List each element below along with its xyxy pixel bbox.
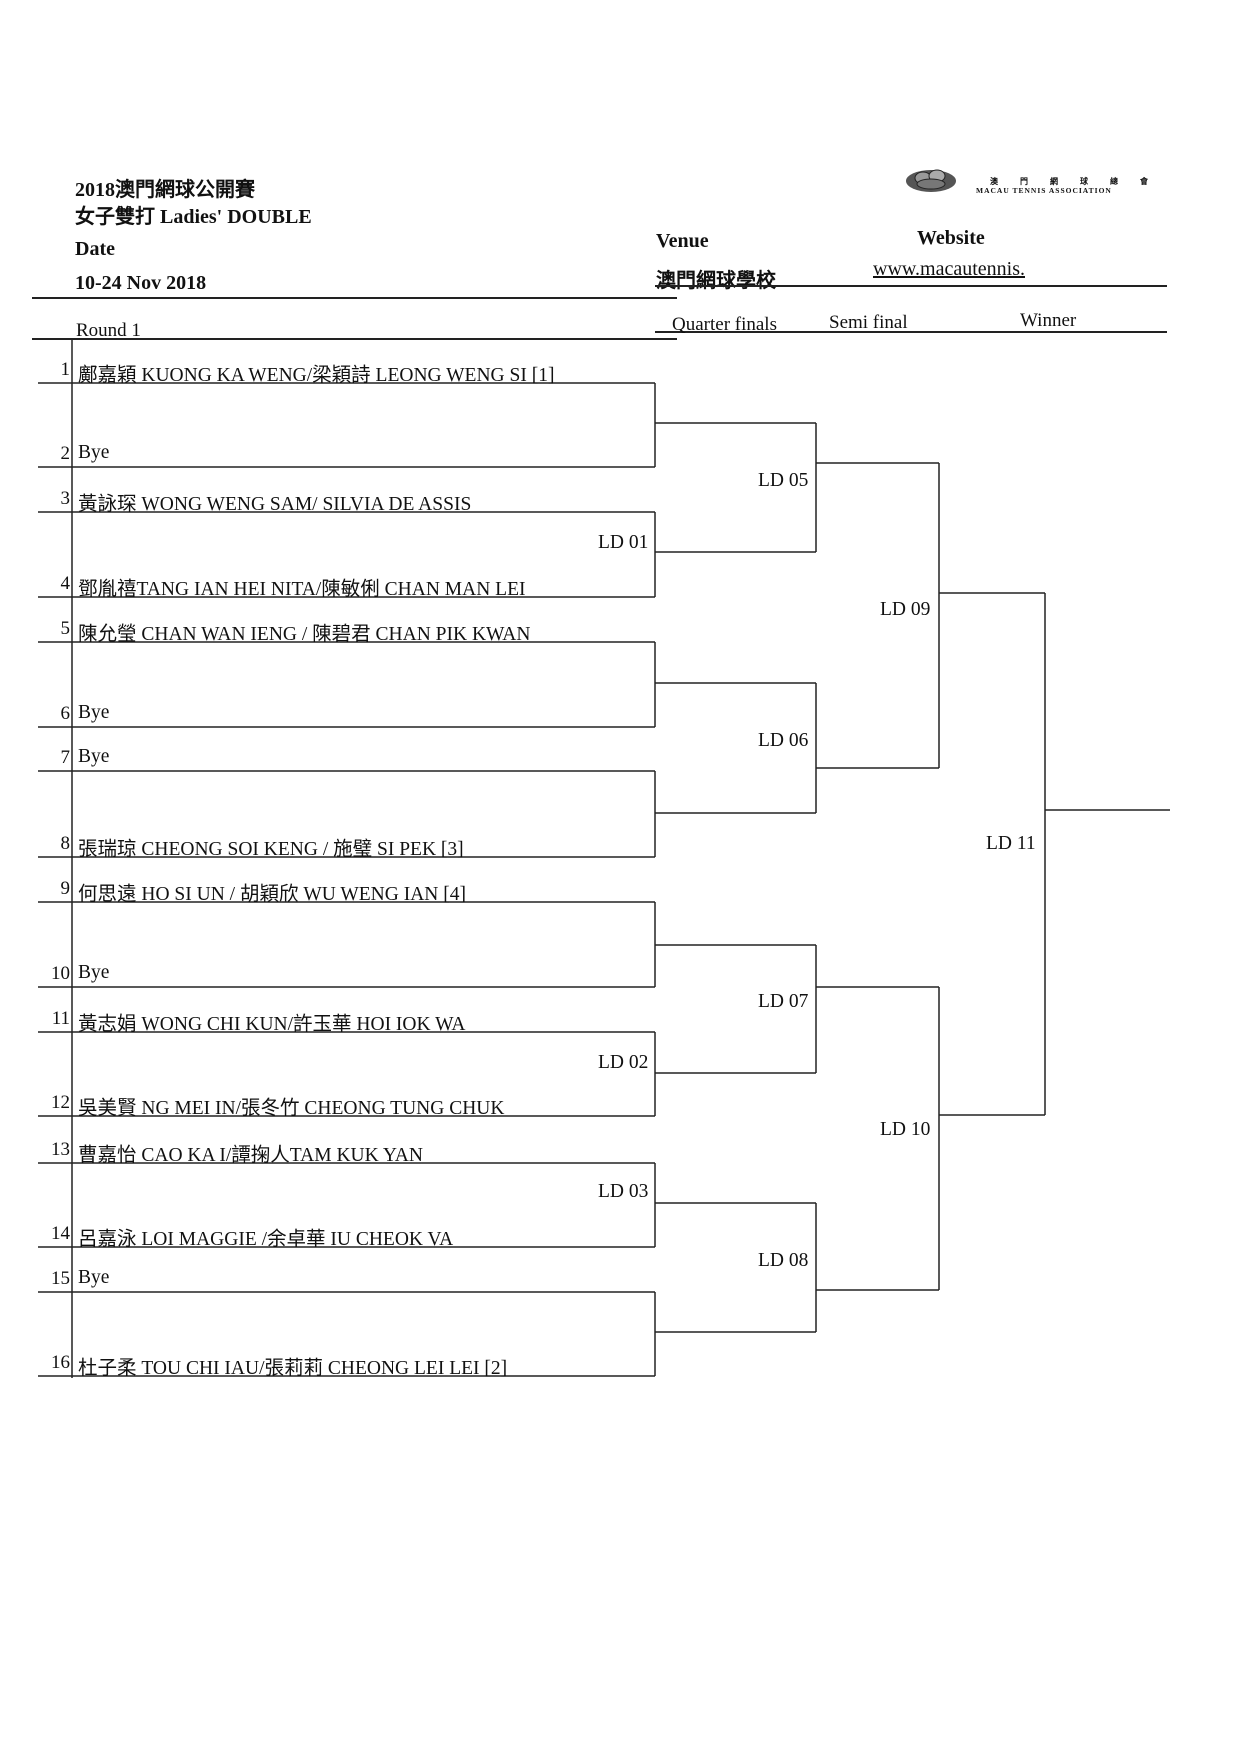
entry-name: 何思遠 HO SI UN / 胡穎欣 WU WENG IAN [4] (78, 884, 466, 905)
entry-number: 16 (51, 1352, 70, 1373)
match-ld10: LD 10 (880, 1119, 931, 1140)
entry-number: 14 (51, 1223, 70, 1244)
entry-number: 2 (60, 443, 71, 464)
entry-name: Bye (78, 702, 110, 723)
column-quarter-finals: Quarter finals (672, 314, 777, 335)
event-subtitle: 女子雙打 Ladies' DOUBLE (75, 206, 312, 228)
entry-name: 杜子柔 TOU CHI IAU/張莉莉 CHEONG LEI LEI [2] (78, 1358, 508, 1379)
entry-name: 黃志娟 WONG CHI KUN/許玉華 HOI IOK WA (78, 1014, 466, 1035)
column-round1: Round 1 (76, 320, 141, 341)
date-value: 10-24 Nov 2018 (75, 272, 207, 294)
website-label: Website (917, 227, 985, 249)
date-label: Date (75, 238, 115, 260)
match-ld11: LD 11 (986, 833, 1036, 854)
header-rule-right (655, 285, 1167, 287)
header-rule-left (32, 297, 677, 299)
entry-number: 8 (60, 833, 71, 854)
match-ld09: LD 09 (880, 599, 931, 620)
column-rule-left (32, 338, 677, 340)
entry-name: 鄧胤禧TANG IAN HEI NITA/陳敏俐 CHAN MAN LEI (78, 579, 526, 600)
website-link[interactable]: www.macautennis. (873, 258, 1025, 280)
column-rule-right (655, 331, 1167, 333)
entry-number: 13 (51, 1139, 70, 1160)
entry-number: 3 (60, 488, 71, 509)
match-ld03: LD 03 (598, 1181, 649, 1202)
tennis-association-logo-icon (906, 169, 956, 192)
column-semi-final: Semi final (829, 312, 908, 333)
match-ld01: LD 01 (598, 532, 649, 553)
entry-name: 曹嘉怡 CAO KA I/譚掬人TAM KUK YAN (78, 1145, 423, 1166)
entry-number: 4 (60, 573, 71, 594)
entry-number: 5 (60, 618, 71, 639)
match-ld06: LD 06 (758, 730, 809, 751)
column-winner: Winner (1020, 310, 1077, 331)
entry-number: 10 (51, 963, 70, 984)
entry-number: 11 (51, 1008, 70, 1029)
entry-name: 張瑞琼 CHEONG SOI KENG / 施璧 SI PEK [3] (78, 839, 464, 860)
entry-number: 1 (60, 359, 71, 380)
entry-number: 12 (51, 1092, 70, 1113)
entry-name: 吳美賢 NG MEI IN/張冬竹 CHEONG TUNG CHUK (78, 1098, 505, 1119)
entry-number: 7 (60, 747, 71, 768)
logo-text-english: MACAU TENNIS ASSOCIATION (976, 186, 1112, 195)
match-ld02: LD 02 (598, 1052, 649, 1073)
entry-name: Bye (78, 746, 110, 767)
entry-number: 6 (60, 703, 71, 724)
entry-name: Bye (78, 442, 110, 463)
entry-name: 陳允瑩 CHAN WAN IENG / 陳碧君 CHAN PIK KWAN (78, 624, 531, 645)
entry-name: 黃詠琛 WONG WENG SAM/ SILVIA DE ASSIS (78, 494, 472, 515)
entry-number: 15 (51, 1268, 70, 1289)
entry-name: Bye (78, 1267, 110, 1288)
match-ld05: LD 05 (758, 470, 809, 491)
tournament-title: 2018澳門網球公開賽 (75, 179, 255, 201)
venue-label: Venue (656, 230, 709, 252)
match-ld07: LD 07 (758, 991, 809, 1012)
match-ld08: LD 08 (758, 1250, 809, 1271)
logo-text-chinese: 澳 門 網 球 總 會 (990, 177, 1158, 186)
entry-number: 9 (60, 878, 71, 899)
entry-name: Bye (78, 962, 110, 983)
entry-name: 呂嘉泳 LOI MAGGIE /余卓華 IU CHEOK VA (78, 1229, 454, 1250)
entry-name: 鄺嘉穎 KUONG KA WENG/梁穎詩 LEONG WENG SI [1] (78, 365, 555, 386)
